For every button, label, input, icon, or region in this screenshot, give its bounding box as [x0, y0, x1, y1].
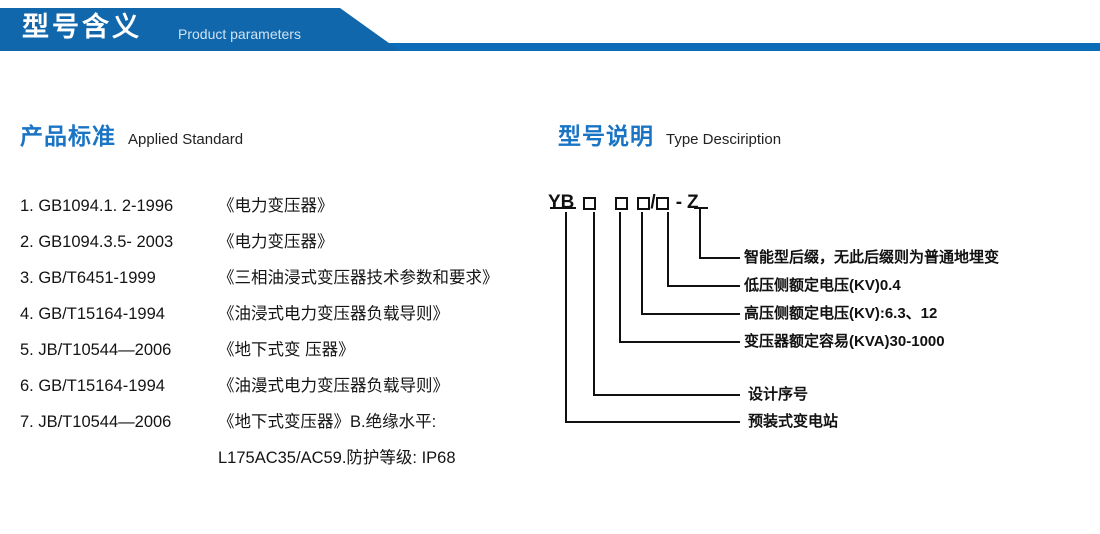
- standards-heading-cn: 产品标准: [20, 123, 116, 149]
- header-accent-shape: [0, 8, 400, 51]
- leader-label-hv-voltage: 高压侧额定电压(KV):6.3、12: [744, 305, 938, 322]
- leader-suffix: [699, 208, 740, 259]
- standard-name: 《地下式变压器》B.绝缘水平:: [218, 413, 437, 431]
- list-item: 6. GB/T15164-1994 《油漫式电力变压器负载导则》: [20, 372, 550, 408]
- code-box-hv-voltage: [637, 196, 651, 210]
- standard-name: 《油漫式电力变压器负载导则》: [218, 377, 449, 395]
- leader-label-design-serial: 设计序号: [748, 386, 809, 403]
- header-rule: [0, 43, 1100, 51]
- standard-code: 4. GB/T15164-1994: [20, 305, 165, 323]
- list-item: 2. GB1094.3.5- 2003 《电力变压器》: [20, 228, 550, 264]
- code-dash: -: [675, 192, 683, 213]
- leader-lines: [550, 207, 740, 423]
- standard-name: 《电力变压器》: [218, 197, 334, 215]
- type-designation-diagram: YB / - Z: [548, 190, 1088, 440]
- leader-label-prefix: 预装式变电站: [748, 413, 839, 430]
- leader-hv-voltage: [641, 212, 740, 315]
- leader-capacity: [619, 212, 740, 343]
- leader-design-serial: [593, 212, 740, 396]
- code-slash: /: [650, 192, 656, 213]
- code-suffix: Z: [687, 192, 699, 213]
- standard-name: 《电力变压器》: [218, 233, 334, 251]
- leader-prefix: [565, 212, 740, 423]
- list-item: 5. JB/T10544—2006 《地下式变 压器》: [20, 336, 550, 372]
- standard-name: 《油浸式电力变压器负载导则》: [218, 305, 449, 323]
- standard-name: 《地下式变 压器》: [218, 341, 355, 359]
- type-description-heading-en: Type Desciription: [666, 131, 782, 148]
- standards-list: 1. GB1094.1. 2-1996 《电力变压器》 2. GB1094.3.…: [20, 192, 550, 480]
- code-box-design-serial: [583, 196, 597, 210]
- standard-code: 5. JB/T10544—2006: [20, 341, 172, 359]
- type-description-section-heading: 型号说明 Type Desciription: [558, 117, 781, 151]
- standards-section-heading: 产品标准 Applied Standard: [20, 117, 243, 151]
- standard-code: 2. GB1094.3.5- 2003: [20, 233, 174, 251]
- list-item: 7. JB/T10544—2006 《地下式变压器》B.绝缘水平:: [20, 408, 550, 444]
- type-description-heading-cn: 型号说明: [558, 123, 654, 149]
- standards-heading-en: Applied Standard: [128, 131, 244, 148]
- page-header-banner: 型号含义 Product parameters: [0, 0, 1100, 60]
- code-box-lv-voltage: [655, 196, 669, 210]
- page-title-en: Product parameters: [178, 26, 301, 42]
- standard-continuation-line: L175AC35/AC59.防护等级: IP68: [218, 449, 456, 467]
- standard-name: 《三相油浸式变压器技术参数和要求》: [218, 269, 499, 287]
- leader-lv-voltage: [667, 212, 740, 287]
- code-box-capacity: [615, 196, 629, 210]
- list-item: 3. GB/T6451-1999 《三相油浸式变压器技术参数和要求》: [20, 264, 550, 300]
- list-item: 4. GB/T15164-1994 《油浸式电力变压器负载导则》: [20, 300, 550, 336]
- standard-code: 7. JB/T10544—2006: [20, 413, 172, 431]
- list-item: 1. GB1094.1. 2-1996 《电力变压器》: [20, 192, 550, 228]
- leader-label-suffix: 智能型后缀，无此后缀则为普通地埋变: [744, 249, 1000, 266]
- standard-code: 6. GB/T15164-1994: [20, 377, 165, 395]
- leader-label-capacity: 变压器额定容易(KVA)30-1000: [744, 333, 945, 350]
- leader-label-lv-voltage: 低压侧额定电压(KV)0.4: [744, 277, 901, 294]
- standard-code: 1. GB1094.1. 2-1996: [20, 197, 174, 215]
- standard-code: 3. GB/T6451-1999: [20, 269, 156, 287]
- page-title-cn: 型号含义: [22, 12, 142, 42]
